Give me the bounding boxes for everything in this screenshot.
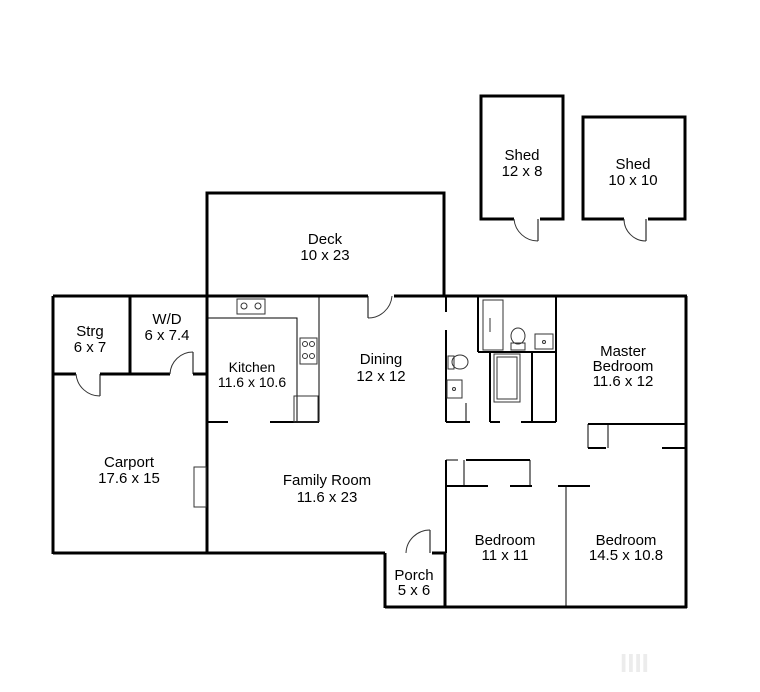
master-name-line1: Master [600,343,646,360]
family-room-name: Family Room [283,472,371,489]
interior-walls [53,296,687,608]
storage-label: Strg 6 x 7 [74,323,107,356]
storage-size: 6 x 7 [74,339,107,356]
porch-name: Porch [394,567,433,584]
shed-1-size: 12 x 8 [502,163,543,180]
shed-2-name: Shed [615,156,650,173]
carport-label: Carport 17.6 x 15 [98,454,160,487]
bedroom-2-label: Bedroom 14.5 x 10.8 [589,532,663,564]
master-bedroom-label: Master Bedroom 11.6 x 12 [593,343,654,390]
shed-2-label: Shed 10 x 10 [608,156,657,189]
shed-1 [479,94,565,242]
family-room-size: 11.6 x 23 [297,489,358,506]
bedroom-1-label: Bedroom 11 x 11 [475,532,536,564]
deck-label: Deck 10 x 23 [300,231,349,264]
master-name-line2: Bedroom [593,358,654,375]
master-size: 11.6 x 12 [593,373,654,390]
kitchen-name: Kitchen [229,359,276,375]
dining-name: Dining [360,351,403,368]
bedroom-2-size: 14.5 x 10.8 [589,547,663,564]
family-room-label: Family Room 11.6 x 23 [283,472,371,506]
laundry-name: W/D [152,311,181,328]
fixtures [193,298,554,508]
shed-1-label: Shed 12 x 8 [502,147,543,180]
deck [205,191,446,296]
kitchen-label: Kitchen 11.6 x 10.6 [218,359,286,390]
porch-label: Porch 5 x 6 [394,567,433,599]
bedroom-1-name: Bedroom [475,532,536,549]
carport-name: Carport [104,454,155,471]
laundry-label: W/D 6 x 7.4 [144,311,189,344]
storage-name: Strg [76,323,104,340]
house-outline [51,294,688,609]
dining-size: 12 x 12 [356,368,405,385]
dining-label: Dining 12 x 12 [356,351,405,385]
bedroom-1-size: 11 x 11 [482,547,529,564]
kitchen-size: 11.6 x 10.6 [218,374,286,390]
watermark-logo: IIII [620,648,649,678]
porch-size: 5 x 6 [398,582,431,599]
laundry-size: 6 x 7.4 [144,327,189,344]
shed-2 [581,115,687,242]
bedroom-2-name: Bedroom [596,532,657,549]
deck-size: 10 x 23 [300,247,349,264]
carport-size: 17.6 x 15 [98,470,160,487]
deck-name: Deck [308,231,343,248]
shed-2-size: 10 x 10 [608,172,657,189]
shed-1-name: Shed [504,147,539,164]
